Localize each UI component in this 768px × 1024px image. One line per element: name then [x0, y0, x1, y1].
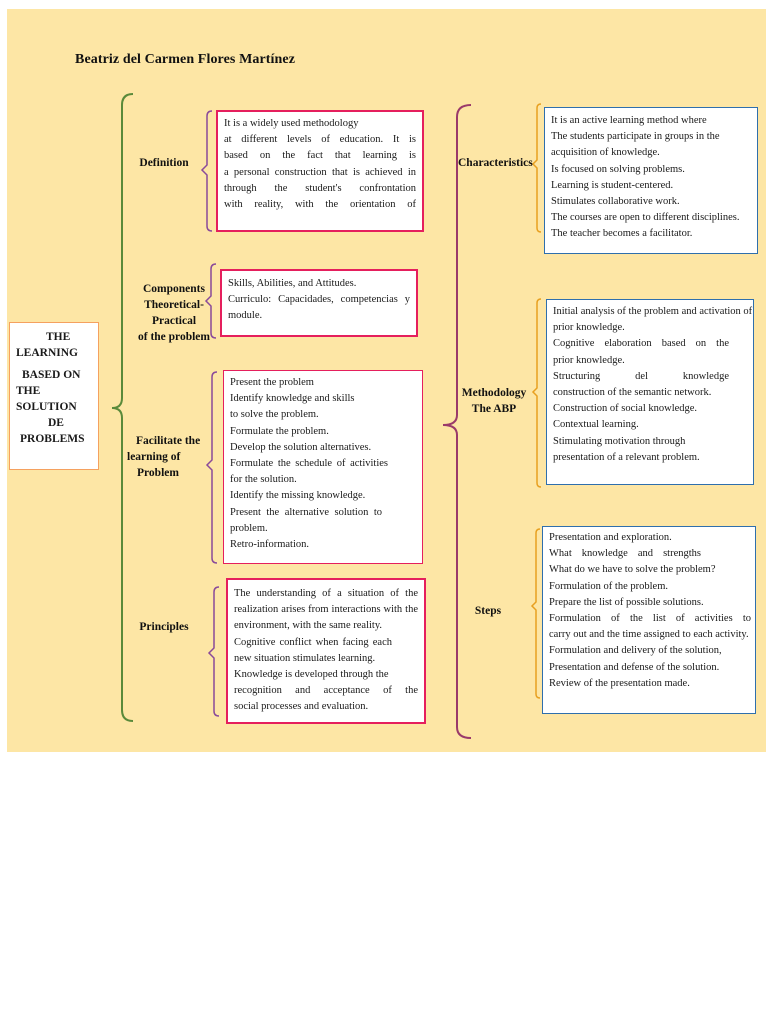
components-label-line: Theoretical-Practical [144, 299, 204, 327]
methodology-text-line: Cognitive elaboration based on the [553, 338, 729, 350]
methodology-label: Methodology The ABP [460, 385, 528, 417]
components-bracket [204, 263, 217, 339]
characteristics-text-line: It is an active learning method where [551, 115, 707, 126]
facilitate-text-line: Formulate the problem. [230, 425, 329, 437]
facilitate-text-line: to solve the problem. [230, 409, 319, 421]
methodology-text-line: Contextual learning. [553, 419, 639, 431]
methodology-text-line: Structuring del knowledge [553, 370, 729, 382]
characteristics-label: Characteristics [458, 157, 533, 169]
characteristics-bracket [531, 103, 542, 233]
definition-text-line: at different levels of education. It is [224, 134, 416, 146]
right-main-bracket [442, 104, 472, 739]
facilitate-text-line: Retro-information. [230, 539, 310, 551]
components-text-line: Curriculo: Capacidades, competencias y [228, 294, 410, 306]
principles-text-line: social processes and evaluation. [234, 701, 369, 713]
principles-text-line: Cognitive conflict when facing each [234, 636, 392, 648]
steps-box: Presentation and exploration. What knowl… [542, 526, 756, 714]
characteristics-text-line: The students participate in groups in th… [551, 131, 720, 143]
definition-bracket [200, 110, 213, 232]
principles-box: The understanding of a situation of the … [226, 578, 426, 724]
methodology-label-line: The ABP [471, 403, 517, 415]
principles-bracket [207, 586, 220, 717]
main-bracket [111, 93, 134, 722]
methodology-text-line: Stimulating motivation through [553, 435, 686, 447]
principles-text-line: realization arises from interactions wit… [234, 604, 418, 616]
definition-box: It is a widely used methodology at diffe… [216, 110, 424, 232]
principles-text-line: The understanding of a situation of the [234, 588, 418, 599]
principles-text-line: new situation stimulates learning. [234, 652, 376, 664]
steps-text-line: What knowledge and strengths [549, 548, 701, 560]
components-text-line: module. [228, 310, 263, 322]
methodology-box: Initial analysis of the problem and acti… [546, 299, 754, 485]
facilitate-text-line: for the solution. [230, 474, 297, 486]
facilitate-label-line: learning of [127, 451, 181, 463]
definition-text-line: It is a widely used methodology [224, 118, 359, 129]
principles-text-line: recognition and acceptance of the [234, 685, 418, 697]
definition-text-line: with reality, with the orientation of [224, 199, 416, 211]
central-topic-line: THE SOLUTION [16, 385, 77, 413]
central-topic-line: LEARNING [16, 347, 78, 359]
facilitate-text-line: Develop the solution alternatives. [230, 441, 372, 453]
facilitate-label-line: Facilitate the [136, 435, 201, 447]
steps-text-line: Formulation of the list of activities to [549, 613, 751, 625]
facilitate-text-line: Identify the missing knowledge. [230, 490, 366, 502]
steps-text-line: Review of the presentation made. [549, 677, 690, 689]
methodology-text-line: Construction of social knowledge. [553, 403, 698, 415]
steps-text-line: Formulation and delivery of the solution… [549, 645, 722, 657]
methodology-bracket [531, 298, 542, 488]
methodology-text-line: presentation of a relevant problem. [553, 451, 700, 463]
facilitate-text-line: Present the alternative solution to [230, 506, 382, 518]
facilitate-box: Present the problem Identify knowledge a… [223, 370, 423, 564]
facilitate-text-line: Formulate the schedule of activities [230, 458, 388, 470]
definition-text-line: a personal construction that is achieved… [224, 166, 416, 178]
components-label-line: Components [143, 283, 205, 295]
steps-bracket [530, 528, 541, 699]
facilitate-text-line: problem. [230, 522, 268, 534]
principles-text-line: Knowledge is developed through the [234, 669, 389, 681]
facilitate-bracket [205, 371, 218, 564]
author-name: Beatriz del Carmen Flores Martínez [75, 52, 296, 67]
methodology-label-line: Methodology [461, 387, 527, 399]
methodology-text-line: construction of the semantic network. [553, 387, 712, 399]
characteristics-text-line: Learning is student-centered. [551, 179, 674, 191]
steps-text-line: Prepare the list of possible solutions. [549, 596, 704, 608]
characteristics-text-line: Stimulates collaborative work. [551, 196, 680, 208]
definition-text-line: based on the fact that learning is [224, 150, 416, 162]
steps-text-line: Formulation of the problem. [549, 580, 668, 592]
characteristics-text-line: The teacher becomes a facilitator. [551, 228, 693, 240]
central-topic: THE LEARNING BASED ON THE SOLUTION DE PR… [9, 322, 99, 470]
methodology-text-line: prior knowledge. [553, 354, 625, 366]
characteristics-text-line: acquisition of knowledge. [551, 147, 660, 159]
steps-text-line: Presentation and defense of the solution… [549, 661, 720, 673]
characteristics-text-line: Is focused on solving problems. [551, 163, 685, 175]
components-box: Skills, Abilities, and Attitudes. Curric… [220, 269, 418, 337]
facilitate-text-line: Identify knowledge and skills [230, 393, 355, 405]
steps-label: Steps [474, 605, 502, 617]
methodology-text-line: Initial analysis of the problem and acti… [553, 306, 753, 317]
steps-text-line: carry out and the time assigned to each … [549, 629, 749, 641]
methodology-text-line: prior knowledge. [553, 322, 625, 334]
principles-label: Principles [139, 621, 189, 633]
components-label: Components Theoretical-Practical of the … [124, 281, 224, 345]
steps-text-line: What do we have to solve the problem? [549, 564, 716, 576]
characteristics-box: It is an active learning method where Th… [544, 107, 758, 254]
central-topic-line: BASED ON [22, 369, 81, 381]
components-label-line: of the problem [138, 331, 210, 343]
definition-text-line: through the student's confrontation [224, 182, 416, 194]
central-topic-line: PROBLEMS [20, 433, 85, 445]
steps-text-line: Presentation and exploration. [549, 532, 672, 543]
principles-text-line: environment, with the same reality. [234, 620, 383, 632]
facilitate-text-line: Present the problem [230, 377, 314, 388]
facilitate-label-line: Problem [137, 467, 179, 479]
central-topic-line: THE [46, 331, 71, 343]
components-text-line: Skills, Abilities, and Attitudes. [228, 278, 357, 289]
facilitate-label: Facilitate the learning of Problem [124, 433, 206, 481]
central-topic-line: DE [48, 417, 64, 429]
characteristics-text-line: The courses are open to different discip… [551, 212, 740, 224]
definition-label: Definition [139, 157, 189, 169]
